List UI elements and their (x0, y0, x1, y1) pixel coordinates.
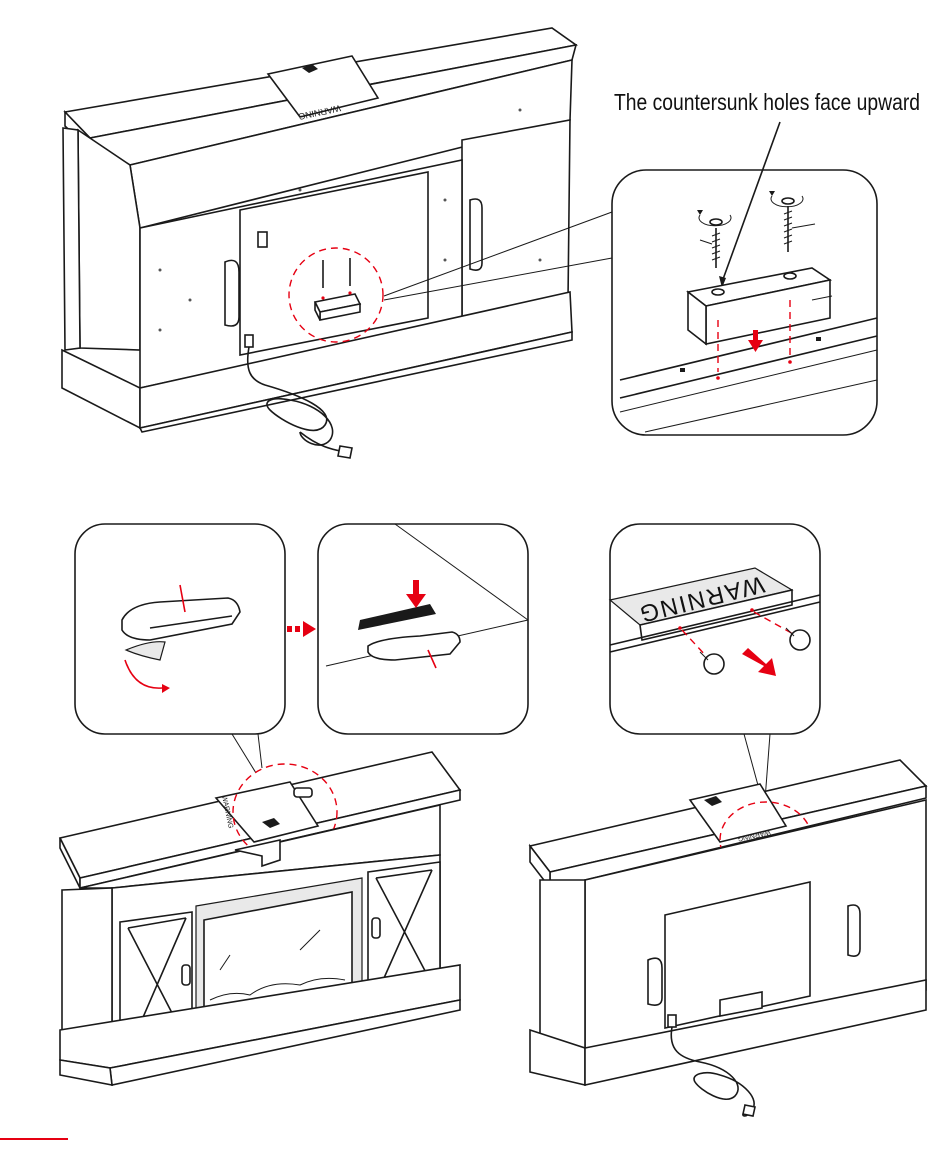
detail-frame-2 (317, 523, 529, 735)
zoom-detail-bracket: The countersunk holes face upward (611, 89, 920, 436)
detail-frame-3: WARNING (608, 523, 821, 735)
countersunk-note: The countersunk holes face upward (614, 89, 920, 115)
power-cord-rear (244, 334, 353, 459)
arrow-down-icon (748, 330, 763, 352)
screw-icon (699, 651, 725, 675)
rotate-arrow-icon (124, 659, 170, 693)
detail-frame-1 (74, 523, 286, 735)
footer-accent-line (0, 1138, 68, 1140)
front-view-stand: WARNING (58, 733, 462, 1086)
screw-icon (697, 210, 732, 268)
power-cord-rear2 (667, 1014, 756, 1117)
screw-icon (785, 627, 811, 651)
highlight-circle-rear (288, 247, 384, 343)
rear-bracket-small (313, 258, 362, 321)
arrow-down-icon (742, 648, 776, 676)
rear-view-stand-2: WARNING (528, 733, 928, 1117)
arrow-right-icon (287, 621, 316, 637)
back-dots (158, 108, 542, 332)
rear-view-stand: WARNING (61, 27, 613, 459)
screw-icon (769, 191, 804, 252)
